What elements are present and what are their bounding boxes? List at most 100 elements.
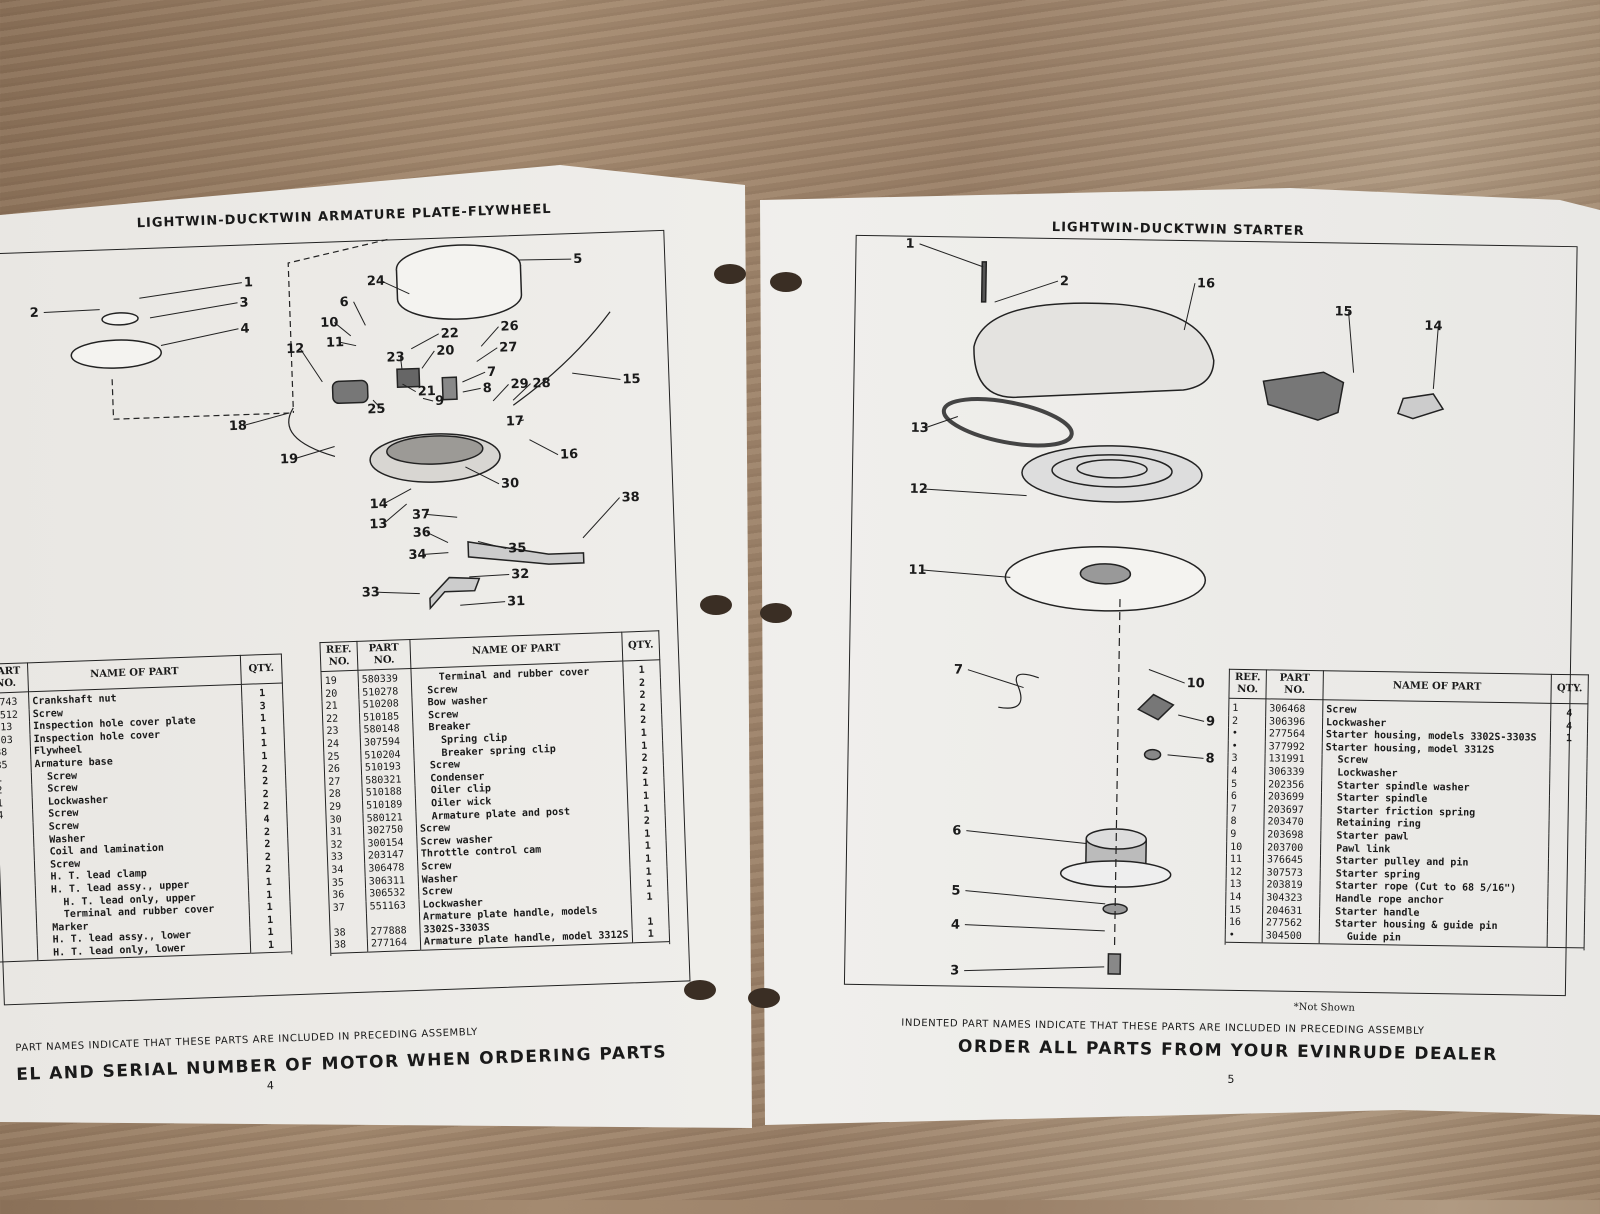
callout-leader-line: [529, 439, 559, 456]
part-no: 306396: [1265, 715, 1323, 730]
callout-leader-line: [139, 282, 242, 299]
callout-leader-line: [43, 309, 100, 314]
ref-no: •: [1228, 727, 1266, 742]
starter-handle-part: [1262, 371, 1345, 421]
callout-number: 3: [950, 963, 959, 978]
ref-no: 38: [330, 939, 368, 954]
qty: [1550, 745, 1588, 759]
ref-no: 9: [1226, 828, 1264, 842]
callout-leader-line: [512, 383, 531, 401]
callout-number: 30: [501, 476, 520, 492]
callout-leader-line: [460, 601, 506, 606]
left-page-content: LIGHTWIN-DUCKTWIN ARMATURE PLATE-FLYWHEE…: [0, 0, 781, 1213]
callout-leader-line: [422, 552, 449, 555]
page-number-left: 4: [266, 1079, 275, 1093]
callout-leader-line: [572, 372, 621, 380]
callout-number: 23: [386, 350, 405, 366]
qty: 1: [631, 903, 670, 930]
ref-no: 2: [1228, 715, 1266, 729]
callout-leader-line: [372, 399, 382, 410]
callout-number: 11: [908, 563, 926, 578]
binder-hole: [714, 264, 746, 284]
qty: [1548, 821, 1587, 835]
col-name: NAME OF PART: [1322, 670, 1552, 704]
part-no: 203819: [1262, 879, 1321, 894]
ref-no: 7: [1227, 803, 1265, 817]
not-shown-note: *Not Shown: [1293, 1001, 1355, 1014]
callout-leader-line: [966, 830, 1087, 845]
callout-number: 16: [560, 447, 579, 463]
binder-hole: [770, 272, 802, 292]
qty: [1548, 858, 1586, 873]
callout-leader-line: [923, 488, 1027, 497]
callout-leader-line: [1148, 669, 1185, 684]
callout-number: 36: [412, 525, 431, 541]
part-no: 377992: [1265, 741, 1323, 755]
callout-leader-line: [480, 326, 499, 347]
qty: [1549, 783, 1587, 797]
part-no: 204631: [1262, 904, 1320, 919]
ref-no: 19: [320, 670, 359, 689]
part-no: 277888: [366, 912, 421, 940]
callout-leader-line: [380, 280, 410, 295]
callout-leader-line: [462, 387, 481, 393]
binder-hole: [684, 980, 716, 1000]
callout-number: 13: [369, 517, 388, 533]
callout-leader-line: [375, 591, 420, 595]
ref-no: 1: [1228, 698, 1266, 716]
callout-number: 14: [369, 497, 388, 513]
qty: [1547, 896, 1585, 910]
part-no: 203700: [1263, 841, 1321, 856]
retaining-ring-part: [1143, 748, 1162, 761]
callout-leader-line: [519, 419, 524, 422]
callout-number: 7: [487, 365, 497, 380]
part-no: 304323: [1262, 892, 1320, 906]
callout-number: 12: [910, 482, 928, 497]
callout-leader-line: [333, 322, 352, 337]
ref-no: 11: [1226, 853, 1264, 868]
callout-number: 5: [573, 252, 583, 267]
part-no: 277564: [1265, 728, 1323, 743]
qty: [1547, 884, 1586, 898]
callout-leader-line: [919, 243, 984, 268]
part-no: 277562: [1262, 917, 1320, 931]
part-no: 203699: [1264, 791, 1322, 805]
flywheel-rim: [395, 264, 523, 320]
callout-leader-line: [465, 466, 500, 485]
qty: 4: [1550, 703, 1588, 722]
ref-no: 13: [1225, 879, 1264, 893]
callout-number: 2: [30, 306, 40, 321]
callout-number: 19: [280, 452, 299, 468]
col-part-no: PART NO.: [356, 639, 411, 671]
friction-spring-part: [998, 673, 1039, 709]
inspection-cover-part: [70, 339, 162, 369]
part-no: 307573: [1263, 867, 1321, 881]
callout-leader-line: [422, 397, 434, 402]
callout-leader-line: [160, 328, 239, 346]
part-no: 202356: [1264, 778, 1322, 793]
callout-leader-line: [964, 924, 1105, 932]
col-qty: QTY.: [621, 630, 660, 662]
qty: [1547, 934, 1585, 949]
col-qty: QTY.: [240, 653, 283, 685]
qty: [1547, 921, 1585, 936]
ref-no: 6: [1227, 790, 1265, 805]
callout-number: 4: [951, 917, 960, 932]
callout-leader-line: [477, 541, 507, 550]
part-no: 306339: [1264, 766, 1322, 780]
binder-hole: [760, 603, 792, 623]
ref-no: 15: [1225, 904, 1263, 918]
callout-number: 31: [507, 594, 526, 610]
callout-leader-line: [1432, 325, 1439, 389]
col-qty: QTY.: [1550, 674, 1589, 704]
part-no: 203698: [1263, 829, 1321, 843]
col-part-no: PART NO.: [1265, 669, 1324, 700]
callout-number: 22: [440, 326, 459, 342]
callout-leader-line: [411, 333, 439, 350]
ref-no: 14: [1225, 891, 1263, 905]
qty: 1: [1550, 733, 1588, 747]
